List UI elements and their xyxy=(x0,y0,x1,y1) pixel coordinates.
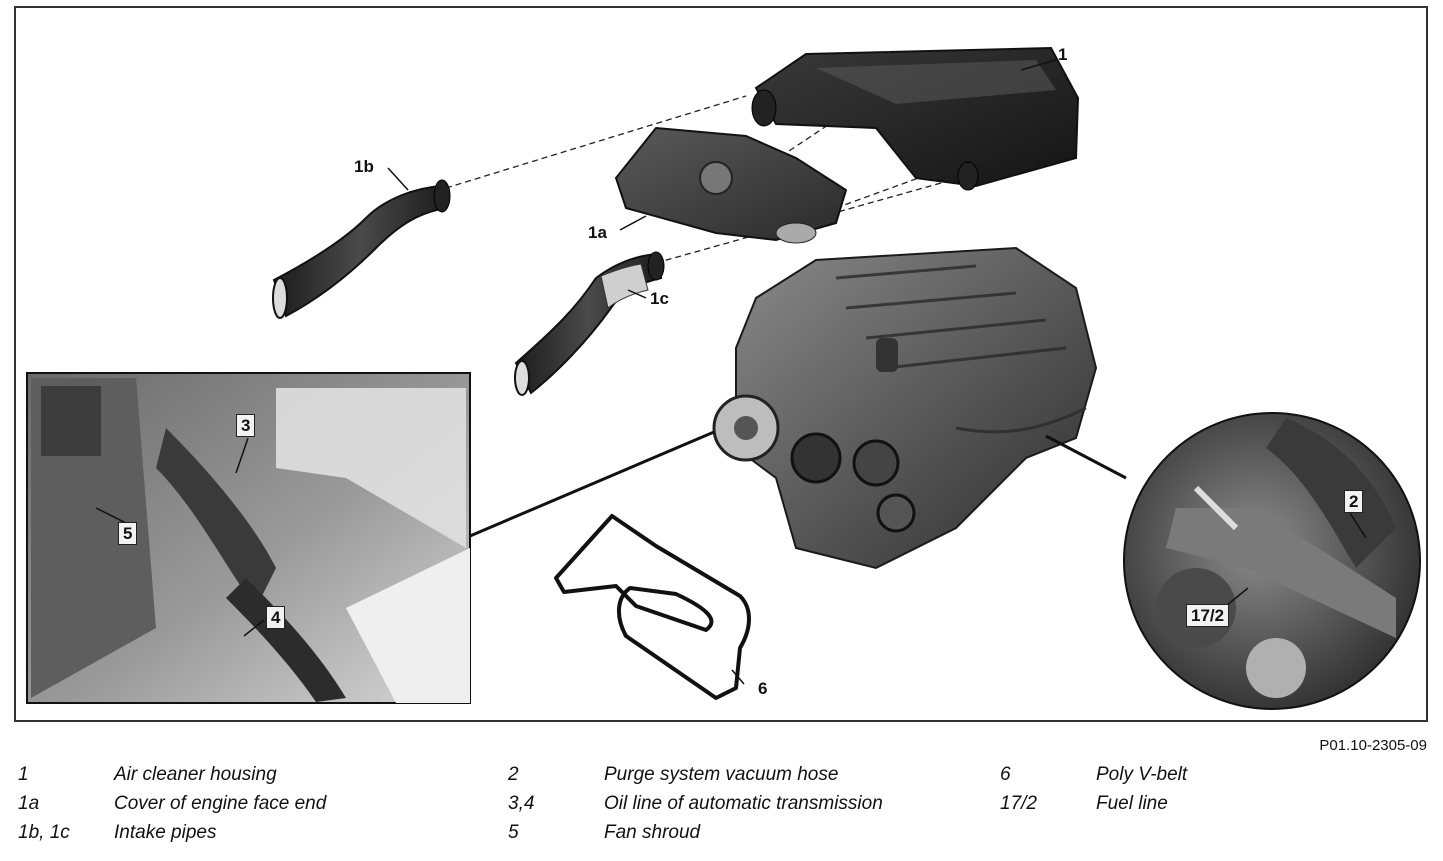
callout-3: 3 xyxy=(236,414,256,437)
callout-1b: 1b xyxy=(354,157,374,176)
legend-desc: Fuel line xyxy=(1096,793,1168,814)
legend-desc: Poly V-belt xyxy=(1096,764,1188,785)
intake-pipe-1b xyxy=(272,179,451,319)
callout-5: 5 xyxy=(118,522,138,545)
legend-desc: Oil line of automatic transmission xyxy=(604,793,883,814)
legend-code: 1 xyxy=(18,764,29,785)
engine-assembly xyxy=(712,246,1098,570)
callout-17-2: 17/2 xyxy=(1186,604,1230,627)
callout-1: 1 xyxy=(1058,45,1068,64)
callout-2: 2 xyxy=(1344,490,1364,513)
legend-desc: Intake pipes xyxy=(114,822,217,843)
legend-code: 6 xyxy=(1000,764,1011,785)
legend-code: 1a xyxy=(18,793,40,814)
figure-reference-code: P01.10-2305-09 xyxy=(1319,737,1427,754)
legend-code: 1b, 1c xyxy=(18,822,70,843)
callout-1a: 1a xyxy=(588,223,607,242)
callout-4: 4 xyxy=(266,606,286,629)
poly-v-belt xyxy=(554,514,751,700)
legend-code: 17/2 xyxy=(1000,793,1037,814)
legend-code: 5 xyxy=(508,822,519,843)
intake-pipe-1c xyxy=(514,251,665,396)
air-cleaner-housing xyxy=(751,46,1080,191)
callout-6: 6 xyxy=(758,679,768,698)
detail-view-leader-lines xyxy=(469,430,1127,538)
diagram-frame: 1 1b 1a 1c 6 2 17/2 3 5 4 xyxy=(14,6,1428,722)
callout-1c: 1c xyxy=(650,289,669,308)
detail-photo-left xyxy=(26,372,471,704)
legend-desc: Fan shroud xyxy=(604,822,701,843)
engine-face-cover xyxy=(614,126,848,244)
callout-leader-lines xyxy=(95,59,1367,685)
legend-desc: Cover of engine face end xyxy=(114,793,327,814)
legend-code: 3,4 xyxy=(508,793,535,814)
legend-code: 2 xyxy=(508,764,519,785)
detail-photo-circle xyxy=(1123,412,1421,710)
legend-desc: Purge system vacuum hose xyxy=(604,764,839,785)
legend-desc: Air cleaner housing xyxy=(114,764,277,785)
